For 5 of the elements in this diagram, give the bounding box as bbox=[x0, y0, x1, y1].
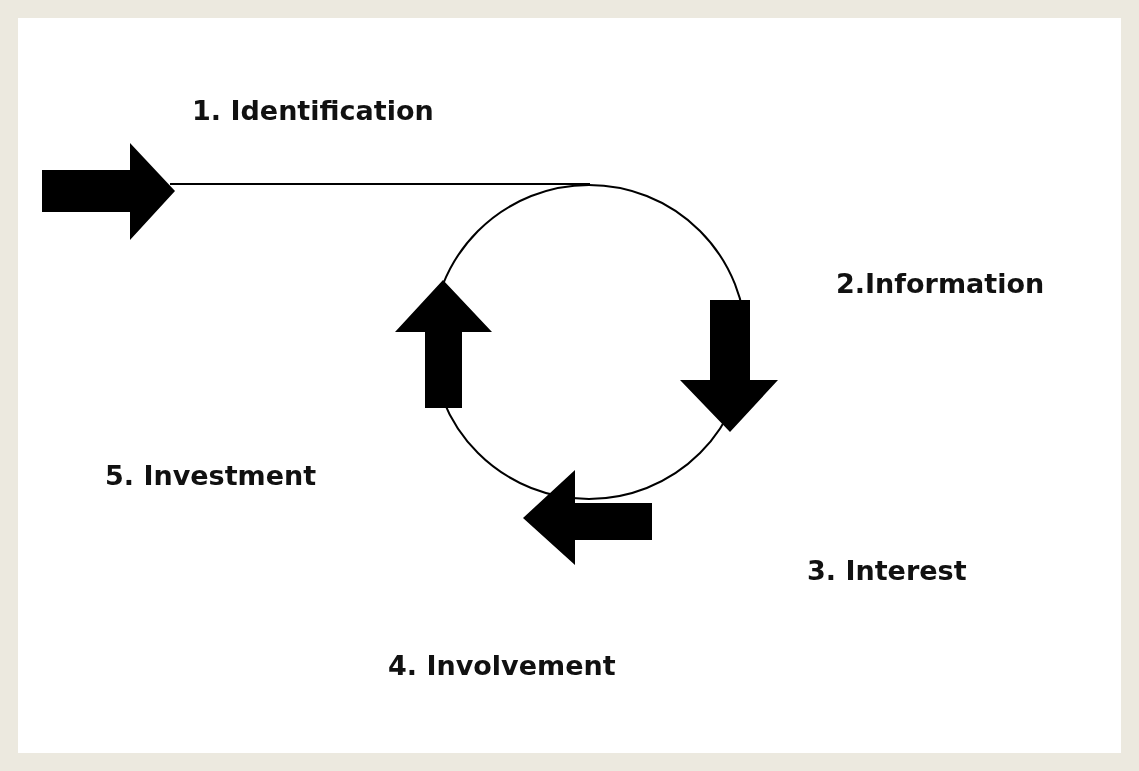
step-label: 2.Information bbox=[836, 270, 1045, 297]
step-label: 5. Investment bbox=[105, 462, 317, 489]
step-label: 3. Interest bbox=[807, 557, 967, 584]
step-label: 4. Involvement bbox=[388, 652, 616, 679]
step-label: 1. Identification bbox=[192, 97, 434, 124]
